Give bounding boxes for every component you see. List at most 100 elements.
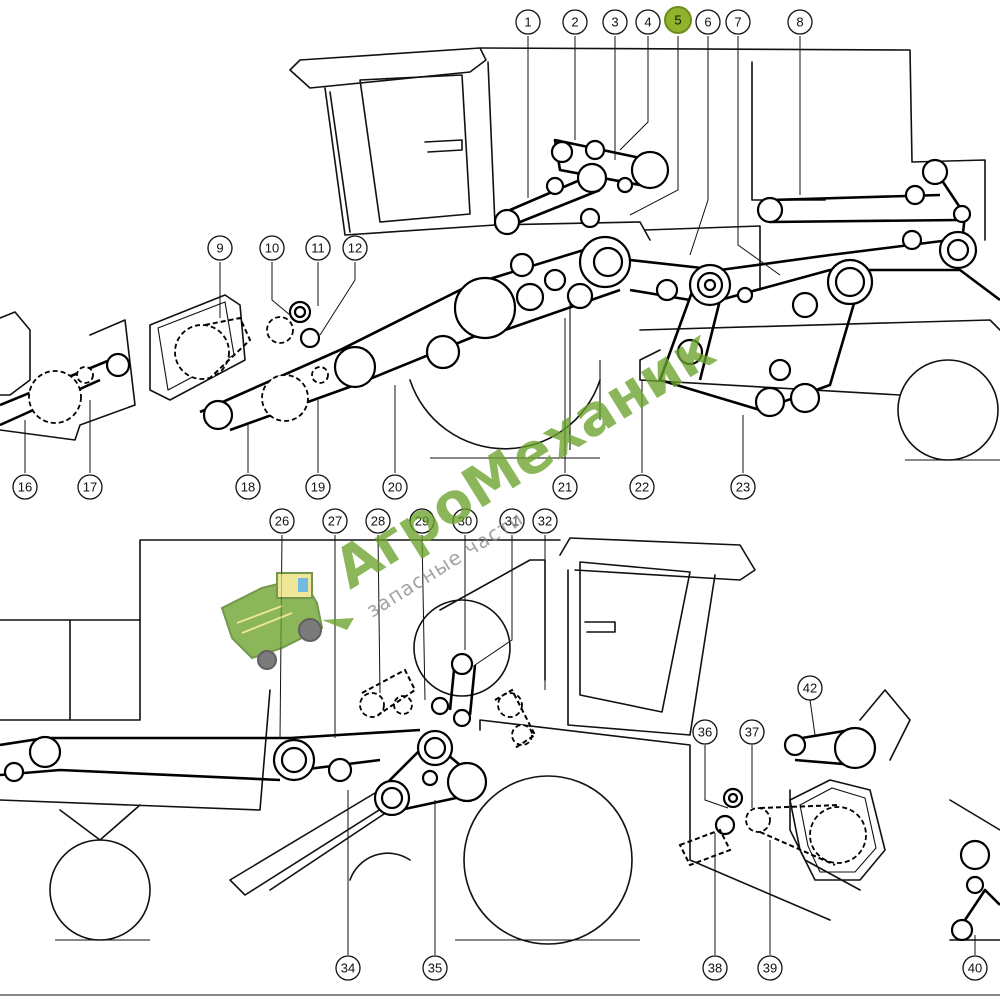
callout-9[interactable]: 9 — [207, 235, 233, 261]
top-pulley-k-hub — [946, 238, 970, 262]
top-pulley-m — [921, 158, 949, 186]
callout-30[interactable]: 30 — [452, 508, 478, 534]
svg-text:39: 39 — [763, 961, 777, 976]
bottom-pulley-b — [3, 761, 25, 783]
top-pulley-3 — [630, 150, 670, 190]
top-pulley-l — [901, 229, 923, 251]
bottom-pulley-d — [327, 757, 353, 783]
svg-text:7: 7 — [734, 15, 741, 30]
callout-38[interactable]: 38 — [702, 955, 728, 981]
bottom-pulley-f — [421, 769, 439, 787]
bottom-wheel-arch — [349, 852, 411, 881]
top-front-wheel-axle — [569, 300, 601, 450]
callout-28[interactable]: 28 — [365, 508, 391, 534]
top-pulley-2e — [579, 207, 601, 229]
svg-text:35: 35 — [428, 961, 442, 976]
callout-36[interactable]: 36 — [692, 719, 718, 745]
bottom-pulley-c-hub — [280, 746, 308, 774]
callout-29[interactable]: 29 — [409, 508, 435, 534]
callout-12[interactable]: 12 — [342, 235, 368, 261]
svg-text:22: 22 — [635, 480, 649, 495]
top-body-panel — [644, 61, 826, 291]
callout-31[interactable]: 31 — [499, 508, 525, 534]
top-pulley-18 — [202, 399, 234, 431]
callout-8[interactable]: 8 — [787, 9, 813, 35]
callout-32[interactable]: 32 — [532, 508, 558, 534]
callout-6[interactable]: 6 — [695, 9, 721, 35]
leader-lines — [24, 36, 976, 955]
callout-4[interactable]: 4 — [635, 9, 661, 35]
callout-16[interactable]: 16 — [12, 474, 38, 500]
bottom-cab-roof — [559, 537, 756, 581]
bottom-axle-frame — [0, 689, 271, 841]
bottom-unloader — [229, 789, 396, 896]
callout-19[interactable]: 19 — [305, 474, 331, 500]
callout-22[interactable]: 22 — [629, 474, 655, 500]
top-sprocket-11-hub — [293, 305, 307, 319]
svg-text:20: 20 — [388, 480, 402, 495]
callout-37[interactable]: 37 — [739, 719, 765, 745]
callout-26[interactable]: 26 — [269, 508, 295, 534]
top-pulley-f — [566, 282, 594, 310]
top-pulley-2c — [584, 139, 606, 161]
svg-text:10: 10 — [265, 241, 279, 256]
top-belt-20 — [339, 283, 491, 387]
top-pulley-o — [952, 204, 972, 224]
callout-39[interactable]: 39 — [757, 955, 783, 981]
svg-text:30: 30 — [458, 514, 472, 529]
bottom-sprocket-28b — [393, 695, 413, 715]
svg-text:2: 2 — [571, 15, 578, 30]
top-body-outline — [479, 47, 986, 241]
callout-42[interactable]: 42 — [797, 675, 823, 701]
callout-20[interactable]: 20 — [382, 474, 408, 500]
callout-2[interactable]: 2 — [562, 9, 588, 35]
callout-23[interactable]: 23 — [730, 474, 756, 500]
callout-1[interactable]: 1 — [515, 9, 541, 35]
top-cab-pillar — [329, 91, 351, 233]
svg-text:19: 19 — [311, 480, 325, 495]
svg-text:40: 40 — [968, 961, 982, 976]
top-pulley-2 — [576, 162, 608, 194]
bottom-frame — [479, 719, 831, 921]
callout-10[interactable]: 10 — [259, 235, 285, 261]
svg-text:23: 23 — [736, 480, 750, 495]
callout-40[interactable]: 40 — [962, 955, 988, 981]
top-sprocket-19b — [311, 366, 329, 384]
top-pulley-n — [904, 184, 926, 206]
callout-17[interactable]: 17 — [77, 474, 103, 500]
top-pulley-6-hub — [703, 278, 717, 292]
bottom-chain-39 — [759, 804, 841, 866]
callout-27[interactable]: 27 — [322, 508, 348, 534]
callouts: 1 2 3 4 5 6 7 8 9 10 11 12 16 17 18 19 2… — [12, 6, 988, 981]
svg-text:29: 29 — [415, 514, 429, 529]
bottom-chain-38 — [678, 828, 732, 867]
bottom-pulley-30 — [450, 652, 474, 676]
svg-text:28: 28 — [371, 514, 385, 529]
svg-text:32: 32 — [538, 514, 552, 529]
bottom-front-wheel — [463, 775, 633, 945]
combine-harvester-icon — [220, 572, 354, 670]
svg-text:27: 27 — [328, 514, 342, 529]
svg-text:1: 1 — [524, 15, 531, 30]
callout-35[interactable]: 35 — [422, 955, 448, 981]
bottom-pulley-30b — [452, 708, 472, 728]
callout-5-highlighted[interactable]: 5 — [664, 6, 692, 34]
top-pulley-e — [515, 282, 545, 312]
callout-3[interactable]: 3 — [602, 9, 628, 35]
callout-7[interactable]: 7 — [725, 9, 751, 35]
callout-21[interactable]: 21 — [552, 474, 578, 500]
top-pulley-p — [676, 338, 704, 366]
svg-text:12: 12 — [348, 241, 362, 256]
svg-text:5: 5 — [674, 13, 681, 28]
bottom-sprocket-36-hub — [727, 792, 739, 804]
svg-text:38: 38 — [708, 961, 722, 976]
top-pulley-8 — [756, 196, 784, 224]
top-sprocket-10 — [266, 316, 294, 344]
callout-11[interactable]: 11 — [305, 235, 331, 261]
callout-34[interactable]: 34 — [335, 955, 361, 981]
top-pulley-i — [791, 291, 819, 319]
bottom-top-drum — [413, 599, 511, 697]
callout-18[interactable]: 18 — [235, 474, 261, 500]
bottom-chain-32 — [494, 688, 537, 749]
